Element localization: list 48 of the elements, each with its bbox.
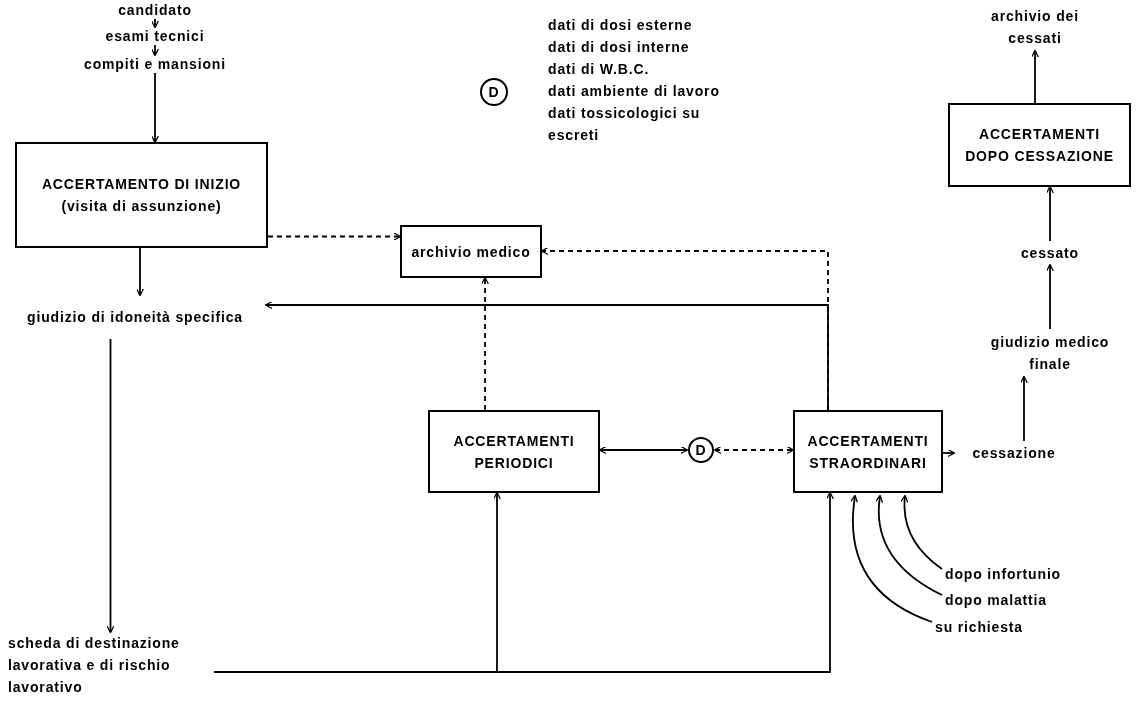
arrow [150, 72, 160, 144]
arrow [1045, 185, 1055, 242]
arrow [1030, 49, 1040, 104]
arrow [1045, 263, 1055, 330]
box-label: ACCERTAMENTI STRAORDINARI [806, 431, 930, 473]
arrow [900, 494, 943, 570]
flow-text: archivio dei cessati [985, 4, 1085, 50]
box-label: ACCERTAMENTI PERIODICI [452, 431, 576, 473]
dashed-arrow [480, 276, 490, 411]
flow-text: dopo infortunio [945, 563, 1070, 585]
flow-text: cessato [1005, 242, 1095, 264]
process-box [400, 225, 542, 278]
flow-text: scheda di destinazione lavorativa e di rischio lavorativo [8, 633, 213, 697]
flow-text: esami tecnici [85, 28, 225, 44]
data-list-item: dati di dosi interne [548, 38, 691, 57]
arrow [150, 44, 160, 57]
data-list-item: dati ambiente di lavoro [548, 82, 721, 101]
arrow [213, 491, 835, 673]
data-list-item: dati di dosi esterne [548, 16, 694, 35]
data-list-item: dati tossicologici su escreti [548, 104, 702, 145]
data-list-item: dati di W.B.C. [548, 60, 651, 79]
flow-text: giudizio di idoneità specifica [5, 296, 265, 338]
flow-text: cessazione [955, 442, 1073, 464]
circle-letter: D [695, 441, 707, 460]
arrow [1019, 375, 1029, 442]
box-label: ACCERTAMENTI DOPO CESSAZIONE [964, 125, 1115, 166]
dashed-arrow [267, 232, 402, 241]
dashed-arrow [713, 445, 795, 455]
flow-text: dopo malattia [945, 589, 1060, 611]
flow-text: giudizio medico finale [975, 330, 1125, 376]
flow-text: su richiesta [935, 616, 1040, 638]
circle-letter: D [488, 83, 500, 102]
process-box [793, 410, 943, 493]
arrow [875, 494, 943, 596]
box-label: ACCERTAMENTO DI INIZIO [41, 175, 242, 194]
process-box [15, 142, 268, 248]
process-box [428, 410, 600, 493]
arrow [942, 448, 956, 458]
arrow [150, 18, 160, 29]
box-label: archivio medico [411, 242, 531, 262]
flow-text: compiti e mansioni [55, 56, 255, 72]
flow-text: candidato [100, 2, 210, 18]
process-box [948, 103, 1131, 187]
arrow [135, 247, 145, 297]
arrow [106, 338, 115, 634]
arrow [264, 300, 829, 411]
box-label: (visita di assunzione) [61, 197, 222, 216]
arrow [850, 494, 933, 623]
